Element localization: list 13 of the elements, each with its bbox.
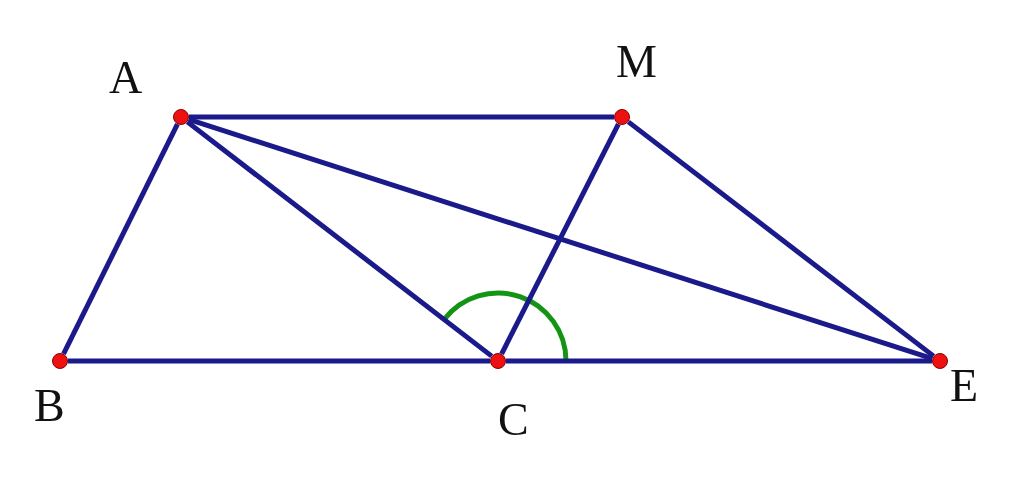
line-segment bbox=[189, 114, 614, 120]
point-label: E bbox=[950, 363, 979, 409]
line-segment bbox=[499, 123, 621, 355]
line-segment bbox=[626, 119, 936, 359]
point-label: A bbox=[109, 55, 143, 101]
line-segment bbox=[185, 119, 494, 359]
line-segment bbox=[61, 123, 180, 355]
line-segment bbox=[187, 117, 934, 361]
point-label: B bbox=[34, 383, 65, 429]
line-segment bbox=[68, 358, 490, 364]
point-label: C bbox=[498, 397, 529, 443]
line-segment bbox=[506, 358, 932, 364]
point-label: M bbox=[616, 39, 657, 85]
